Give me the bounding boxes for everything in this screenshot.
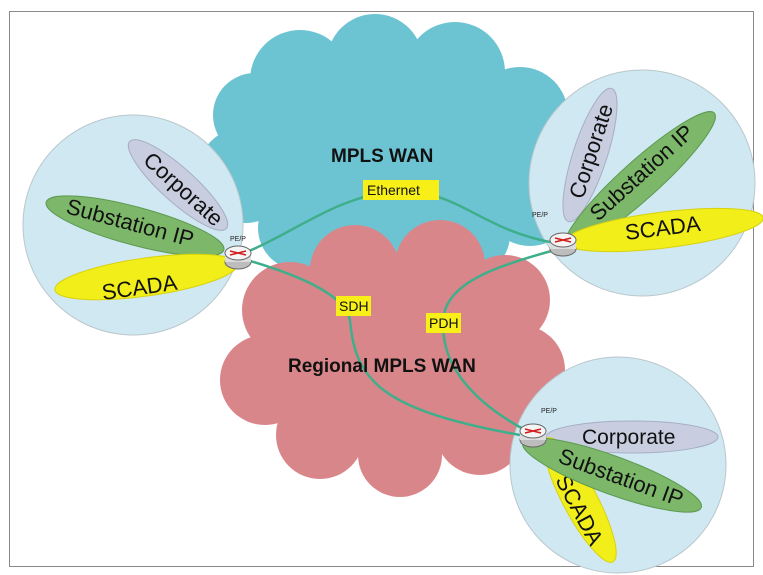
ethernet-label: Ethernet (367, 182, 420, 198)
pdh-label-group: PDH (426, 313, 461, 333)
left-corporate-ellipse (127, 139, 229, 231)
pdh-label: PDH (429, 315, 459, 331)
bottom-router-label: PE/P (541, 408, 557, 415)
bottom-corporate-label: Corporate (582, 426, 675, 449)
sdh-label: SDH (339, 298, 369, 314)
bottom-router-icon (519, 423, 547, 448)
link-pdh (442, 248, 556, 432)
right-router-icon (549, 232, 577, 257)
regional-mpls-wan-cloud (220, 220, 565, 497)
left-router-icon (224, 245, 252, 270)
sdh-label-bg (336, 296, 371, 316)
ethernet-label-bg (363, 180, 439, 200)
bottom-site-services: Corporate SCADA Substation IP (521, 420, 719, 563)
right-corporate-ellipse (562, 87, 618, 223)
right-router-label: PE/P (532, 212, 548, 219)
link-sdh (239, 256, 521, 437)
mpls-wan-label: MPLS WAN (331, 146, 433, 167)
left-router-label: PE/P (230, 236, 246, 243)
pdh-label-bg (426, 313, 461, 333)
regional-mpls-wan-label: Regional MPLS WAN (288, 356, 476, 377)
ethernet-label-group: Ethernet (363, 180, 439, 200)
left-substation-ellipse (45, 195, 225, 257)
sdh-label-group: SDH (336, 296, 371, 316)
